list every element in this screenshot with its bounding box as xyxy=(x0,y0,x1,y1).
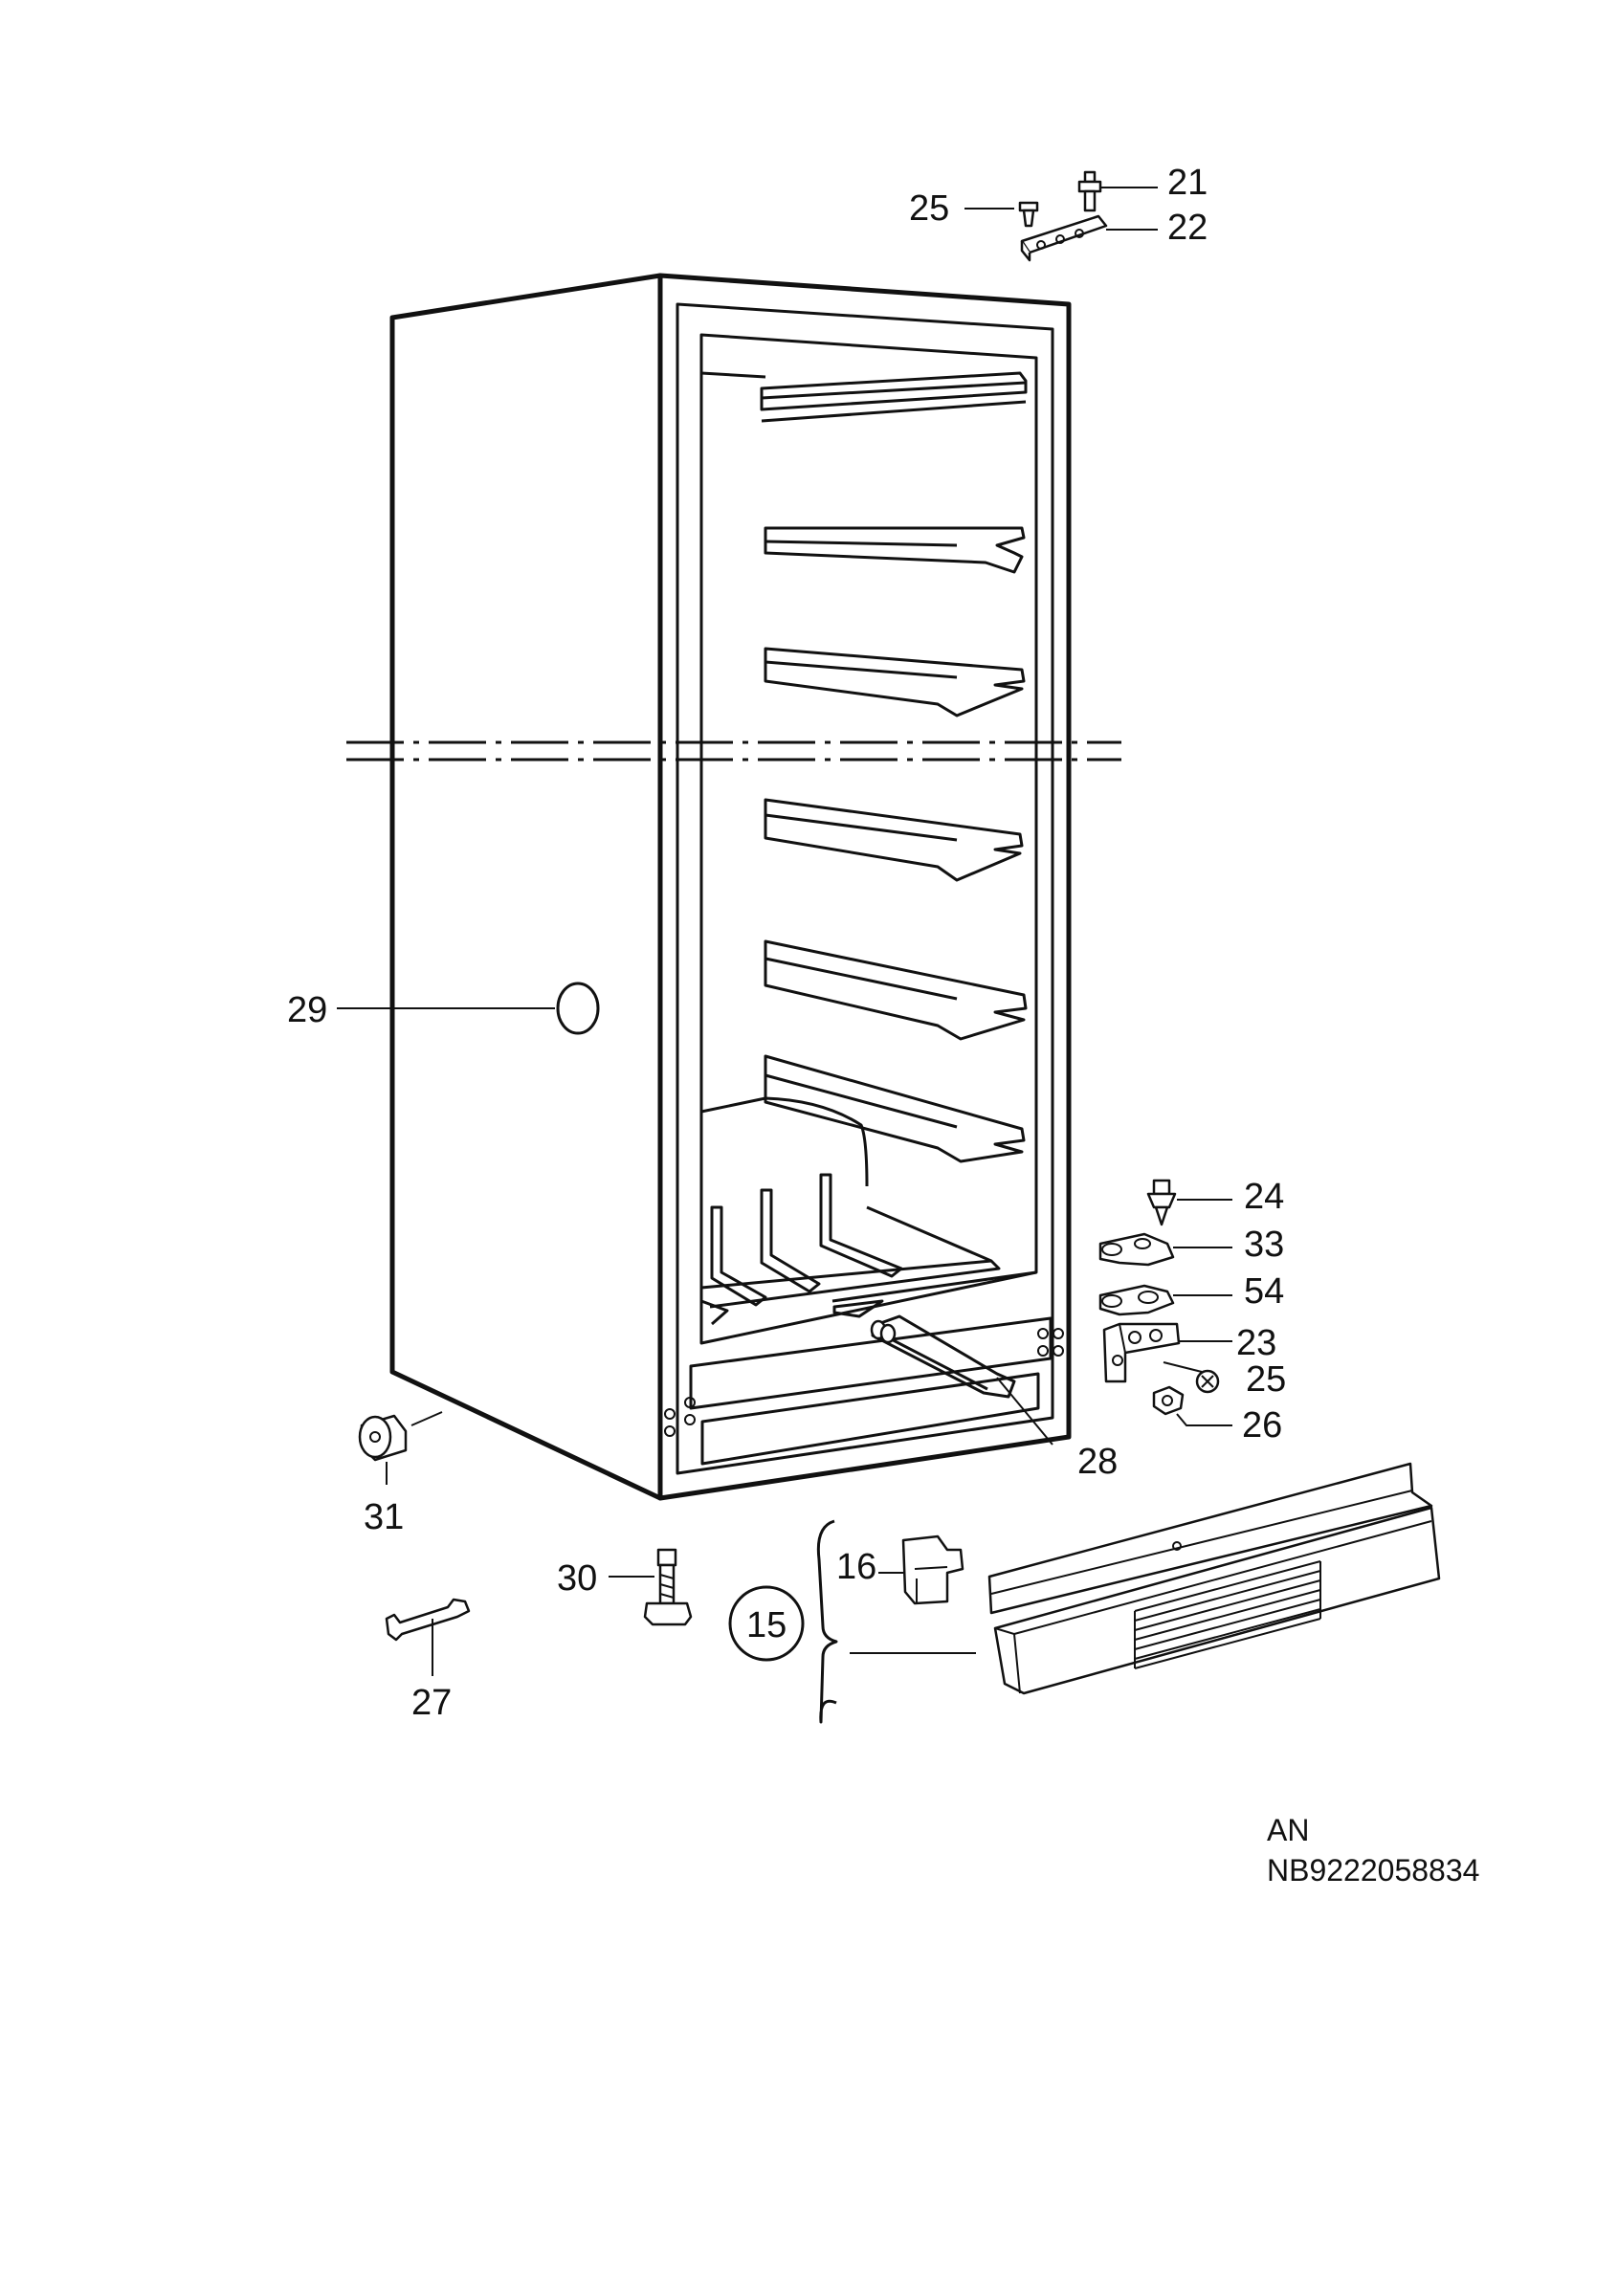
spanner-part-27 xyxy=(385,1598,471,1676)
callout-54: 54 xyxy=(1244,1271,1284,1312)
top-hinge-parts xyxy=(964,170,1158,262)
levelling-foot-part-30 xyxy=(609,1548,693,1626)
footer-line-2: NB9222058834 xyxy=(1267,1853,1479,1888)
callout-29: 29 xyxy=(287,990,327,1030)
foot-part-31 xyxy=(358,1411,443,1485)
drawing-reference: AN NB9222058834 xyxy=(1267,1813,1479,1888)
floor-rails xyxy=(700,1173,1037,1326)
assembly-callout-circle xyxy=(728,1585,805,1662)
footer-line-1: AN xyxy=(1267,1813,1309,1847)
callout-27: 27 xyxy=(411,1683,452,1723)
callout-25-top: 25 xyxy=(909,188,949,229)
cut-break-line xyxy=(346,740,1121,762)
drain-channel-part-28 xyxy=(870,1314,1053,1446)
callout-23: 23 xyxy=(1236,1323,1276,1363)
callout-31: 31 xyxy=(364,1497,404,1537)
cabinet-body xyxy=(389,273,1072,1501)
callout-15: 15 xyxy=(746,1605,787,1645)
callout-28: 28 xyxy=(1077,1442,1118,1482)
callout-labels: 21 22 25 29 24 33 54 23 25 26 28 31 30 1… xyxy=(287,163,1286,1723)
callout-16: 16 xyxy=(836,1547,876,1587)
callout-24: 24 xyxy=(1244,1177,1284,1217)
callout-30: 30 xyxy=(557,1558,597,1599)
callout-21: 21 xyxy=(1167,163,1208,203)
callout-22: 22 xyxy=(1167,208,1208,248)
callout-26: 26 xyxy=(1242,1405,1282,1446)
lower-hinge-parts xyxy=(1098,1179,1232,1426)
plinth-assembly-part-15 xyxy=(728,1462,1441,1724)
callout-25-lower: 25 xyxy=(1246,1359,1286,1400)
shelf-rails xyxy=(700,371,1028,1187)
callout-33: 33 xyxy=(1244,1225,1284,1265)
